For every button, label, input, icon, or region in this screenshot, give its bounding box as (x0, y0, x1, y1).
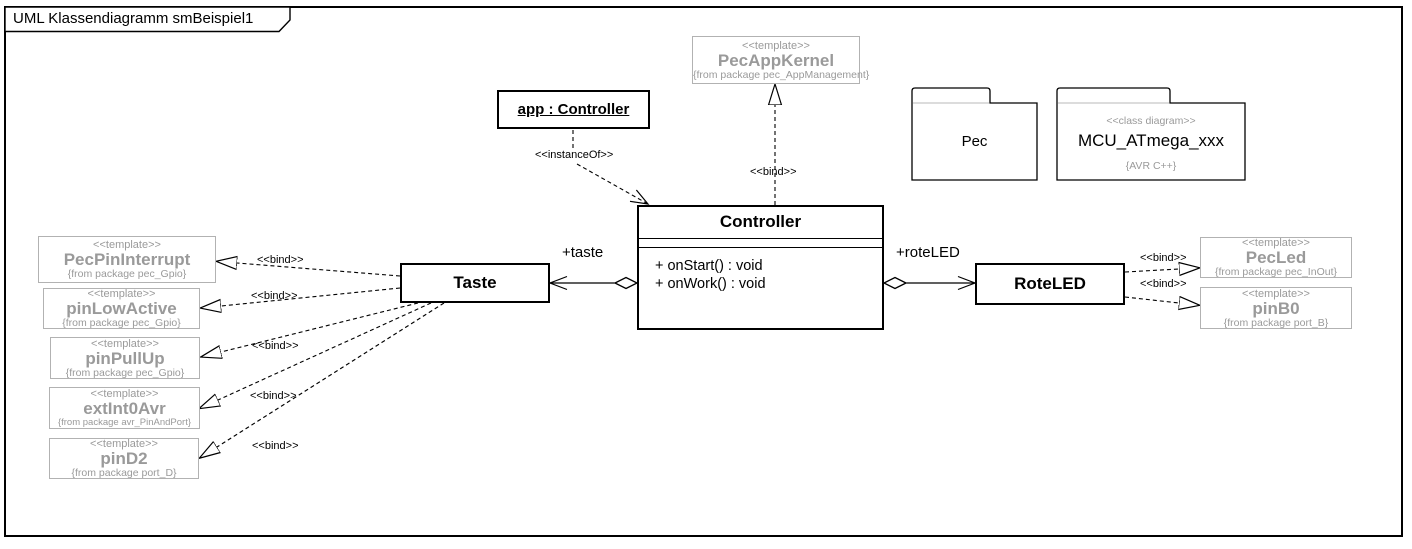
package-pec[interactable]: Pec (912, 103, 1037, 180)
bind-pinb0-line (1124, 297, 1179, 303)
bind-pecled-line (1124, 269, 1179, 272)
bind-label-pinlowactive: <<bind>> (251, 290, 298, 302)
bind-label-kernel: <<bind>> (750, 166, 797, 178)
from-package-label: {from package avr_PinAndPort} (57, 416, 192, 428)
class-controller[interactable]: Controller + onStart() : void + onWork()… (637, 205, 884, 330)
template-pinpullup[interactable]: <<template>> pinPullUp {from package pec… (50, 337, 200, 379)
template-name: extInt0Avr (83, 398, 166, 418)
template-name: PecLed (1245, 248, 1307, 267)
bind-extint0avr-line (218, 302, 432, 400)
stereotype-label: <<class diagram>> (1106, 115, 1196, 127)
template-extint0avr[interactable]: <<template>> extInt0Avr {from package av… (49, 387, 200, 429)
operations-compartment: + onStart() : void + onWork() : void (639, 248, 882, 293)
bind-pecpininterrupt-line (237, 263, 401, 277)
bind-label-extint0avr: <<bind>> (250, 390, 297, 402)
template-name: PecAppKernel (717, 50, 835, 70)
from-package-label: {from package pec_Gpio} (65, 366, 185, 379)
bind-pinlowactive-line (221, 287, 401, 306)
bind-label-pecpininterrupt: <<bind>> (257, 254, 304, 266)
template-name: pinB0 (1252, 298, 1300, 318)
bind-label-pecled: <<bind>> (1140, 252, 1187, 264)
stereotype-label: <<template>> (90, 438, 158, 450)
stereotype-label: <<template>> (93, 239, 161, 251)
class-name: Controller (639, 207, 882, 239)
class-roteled[interactable]: RoteLED (975, 263, 1125, 305)
template-pind2[interactable]: <<template>> pinD2 {from package port_D} (49, 438, 199, 479)
bind-label-pind2: <<bind>> (252, 440, 299, 452)
package-mcu[interactable]: <<class diagram>> MCU_ATmega_xxx {AVR C+… (1057, 103, 1245, 180)
stereotype-label: <<template>> (1242, 287, 1310, 300)
template-pecled[interactable]: <<template>> PecLed {from package pec_In… (1200, 237, 1352, 278)
class-name: Taste (453, 273, 497, 292)
template-name: pinLowActive (66, 299, 177, 318)
from-package-label: {from package pec_AppManagement} (693, 68, 870, 81)
template-pinlowactive[interactable]: <<template>> pinLowActive {from package … (43, 288, 200, 329)
stereotype-label: <<template>> (90, 387, 159, 400)
class-name: RoteLED (1014, 274, 1086, 293)
template-pecpininterrupt[interactable]: <<template>> PecPinInterrupt {from packa… (38, 236, 216, 283)
class-taste[interactable]: Taste (400, 263, 550, 303)
object-app-controller[interactable]: app : Controller (497, 90, 650, 129)
role-roteled: +roteLED (896, 244, 960, 261)
operation: + onWork() : void (655, 276, 766, 292)
template-name: PecPinInterrupt (63, 250, 191, 269)
stereotype-label: <<template>> (87, 288, 156, 300)
diagram-title-tab (4, 6, 291, 33)
stereotype-label: <<template>> (1242, 237, 1310, 249)
package-pec-shape (911, 87, 1038, 181)
attributes-compartment (639, 239, 882, 248)
operation: + onStart() : void (655, 258, 763, 274)
template-pecappkernel[interactable]: <<template>> PecAppKernel {from package … (692, 36, 870, 84)
from-package-label: {from package pec_Gpio} (62, 317, 181, 329)
instanceof-label: <<instanceOf>> (535, 149, 614, 161)
diagram-frame (4, 6, 1403, 537)
package-name: Pec (961, 133, 988, 150)
package-mcu-shape (1056, 87, 1246, 181)
object-name: app : Controller (517, 101, 630, 118)
package-name: MCU_ATmega_xxx (1077, 131, 1225, 150)
template-name: pinPullUp (85, 348, 165, 368)
bind-pind2-line (217, 302, 445, 447)
role-taste: +taste (562, 244, 604, 261)
bind-label-pinb0: <<bind>> (1140, 278, 1187, 290)
bind-pinpullup-line (221, 302, 419, 352)
template-name: pinD2 (100, 449, 148, 468)
from-package-label: {from package port_D} (71, 467, 177, 479)
from-package-label: {from package pec_Gpio} (67, 268, 187, 280)
bind-label-pinpullup: <<bind>> (252, 340, 299, 352)
stereotype-label: <<template>> (742, 39, 810, 52)
from-package-label: {from package port_B} (1223, 316, 1329, 329)
from-package-label: {from package pec_InOut} (1215, 266, 1337, 278)
template-pinb0[interactable]: <<template>> pinB0 {from package port_B} (1200, 287, 1352, 329)
instanceof-line-2 (576, 163, 650, 205)
diagram-title: UML Klassendiagramm smBeispiel1 (13, 10, 254, 27)
stereotype-label: <<template>> (91, 337, 159, 350)
package-note: {AVR C++} (1125, 160, 1177, 172)
